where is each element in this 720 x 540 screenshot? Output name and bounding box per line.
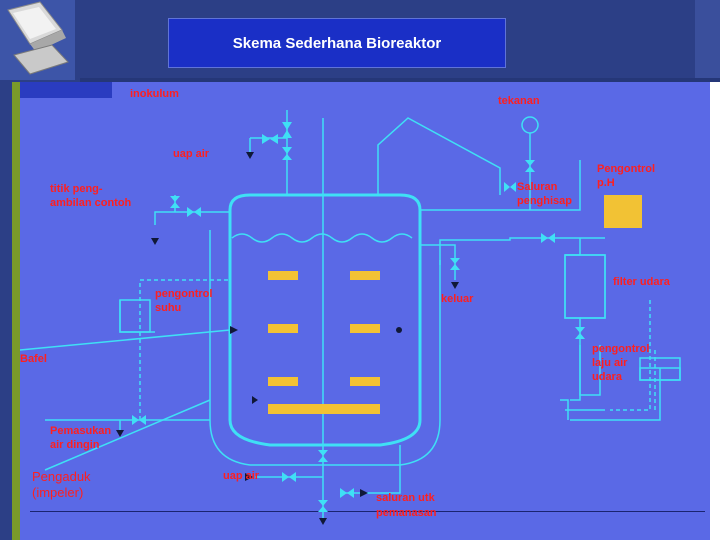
- label-cooling-line1: Pemasukan: [50, 425, 111, 437]
- label-ph-line1: Pengontrol: [597, 163, 655, 175]
- vessel-group: [228, 193, 422, 447]
- flow-arrows: [116, 152, 459, 525]
- impeller-blade: [268, 324, 298, 333]
- temp-controller-box: [119, 299, 151, 333]
- label-sampling-line2: ambilan contoh: [50, 197, 132, 209]
- vessel-outline: [228, 193, 422, 447]
- header-right-block: [695, 0, 720, 82]
- left-sidebar-blue: [0, 82, 12, 540]
- label-heating-line2: pemanasan: [376, 507, 437, 519]
- label-exhaust-line2: penghisap: [517, 195, 572, 207]
- label-heating-line1: saluran utk: [376, 492, 436, 504]
- label-airflow-line2: laju air: [592, 357, 628, 369]
- pipe-network: [19, 110, 681, 494]
- label-ph-line2: p.H: [597, 177, 615, 189]
- label-airflow-line1: pengontrol: [592, 343, 649, 355]
- impeller-blade: [350, 324, 380, 333]
- computer-monitor-icon-graphic: [0, 0, 75, 80]
- control-signal-lines: [139, 279, 656, 420]
- label-cooling-line2: air dingin: [50, 439, 100, 451]
- label-impeller-line1: Pengaduk: [32, 469, 91, 484]
- label-sampling-line1: titik peng-: [50, 183, 103, 195]
- label-bafel: Bafel: [20, 353, 47, 365]
- cooling-jacket: [209, 230, 441, 466]
- air-filter-box: [564, 254, 606, 319]
- computer-monitor-icon: [0, 0, 75, 80]
- diagram-panel: [20, 82, 710, 540]
- airflow-meter-box: [639, 357, 681, 381]
- liquid-surface: [231, 233, 413, 243]
- left-sidebar-green: [12, 82, 20, 540]
- impeller-blade: [350, 271, 380, 280]
- label-keluar: keluar: [441, 293, 474, 305]
- label-impeller-line2: (impeler): [32, 485, 83, 500]
- label-uap-air-bottom: uap air: [223, 470, 260, 482]
- impeller-blade: [268, 377, 298, 386]
- label-temp-line1: pengontrol: [155, 288, 212, 300]
- slide-title-box: Skema Sederhana Bioreaktor: [168, 18, 506, 68]
- label-exhaust-line1: Saluran: [517, 181, 558, 193]
- footer-rule: [30, 511, 705, 512]
- sparger-bar: [268, 404, 380, 414]
- label-filter: filter udara: [613, 276, 671, 288]
- slide-title: Skema Sederhana Bioreaktor: [232, 34, 442, 52]
- baffle-dot: [396, 327, 402, 333]
- label-inokulum: inokulum: [130, 88, 179, 100]
- header-divider: [80, 78, 720, 82]
- valves: [132, 122, 585, 512]
- pressure-gauge: [521, 116, 539, 134]
- ph-controller-box: [604, 195, 642, 228]
- label-temp-line2: suhu: [155, 302, 181, 314]
- panel-tab: [20, 82, 112, 98]
- label-airflow-line3: udara: [592, 371, 623, 383]
- impeller-blade: [350, 377, 380, 386]
- impeller-blade: [268, 271, 298, 280]
- label-tekanan: tekanan: [498, 95, 540, 107]
- label-uap-air-top: uap air: [173, 148, 210, 160]
